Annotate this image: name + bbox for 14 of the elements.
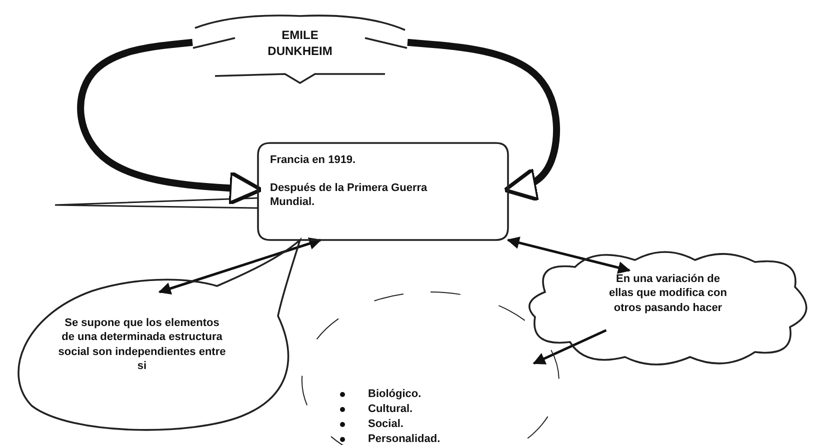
list-item: Biológico. bbox=[368, 387, 422, 402]
arrow bbox=[407, 38, 560, 202]
list-item: Cultural. bbox=[368, 402, 414, 416]
node-text: Se supone que los elementos de una determinada estructura social son independientes entre si bbox=[57, 316, 227, 374]
arrow bbox=[506, 236, 631, 274]
list-item: Personalidad. bbox=[368, 432, 442, 445]
node-text: Después de la Primera Guerra Mundial. bbox=[270, 181, 428, 210]
title-text: EMILE DUNKHEIM bbox=[266, 28, 334, 60]
node-text: En una variación de ellas que modifica con otros pasando hacer bbox=[608, 272, 728, 315]
node-text: Francia en 1919. bbox=[270, 153, 357, 168]
arrow bbox=[158, 238, 322, 294]
list-item: Social. bbox=[368, 417, 404, 432]
arrow bbox=[77, 38, 264, 206]
arrow bbox=[532, 329, 607, 364]
